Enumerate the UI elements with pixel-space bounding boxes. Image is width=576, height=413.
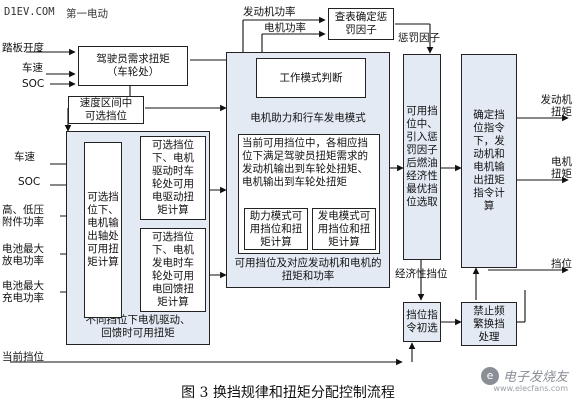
label-soc-top: SOC [22,78,45,90]
penalty-lookup-box: 查表确定惩 罚因子 [328,8,394,40]
label-batt-discharge: 电池最大 放电功率 [2,243,44,267]
label-aux-power: 高、低压 附件功率 [2,204,44,228]
driver-torque-box: 驾驶员需求扭矩 （车轮处） [78,46,188,86]
label-speed-left: 车速 [14,151,35,163]
available-summary: 可用挡位及对应发动机和电机的 扭矩和功率 [234,257,382,282]
label-gear-out: 挡位 [551,258,572,270]
label-penalty-factor: 惩罚因子 [398,32,440,44]
figure-caption: 图 3 换挡规律和扭矩分配控制流程 [181,385,395,401]
gen-mode-box: 发电模式可 用挡位和扭 矩计算 [312,208,376,250]
gen-torque-box: 可选挡位 下、电机 发电时车 轮处可用 电回馈扭 矩计算 [140,228,206,312]
mode-header: 电机助力和行车发电模式 [250,112,366,124]
gear-init-box: 挡位指 令初选 [403,302,441,342]
speed-range-box: 速度区间中 可选挡位 [68,96,144,124]
label-current-gear: 当前挡位 [2,351,44,363]
drive-torque-box: 可选挡位 下、电机 驱动时车 轮处可用 电驱动扭 矩计算 [140,136,206,220]
watermark: e 电子发烧友 www.elecfans.com [480,366,568,393]
assist-mode-box: 助力模式可 用挡位和扭 矩计算 [244,208,308,250]
watermark-logo-icon: e [480,366,499,385]
label-batt-charge: 电池最大 充电功率 [2,280,44,304]
econ-select-box: 可用挡 位中、 引入惩 罚因子 后燃油 经济性 最优挡 位选取 [403,54,441,260]
label-engine-power: 发动机功率 [243,6,296,18]
watermark-url: www.elecfans.com [493,384,569,393]
label-motor-torque: 电机 扭矩 [551,156,572,180]
logo-latin: D1EV.COM [4,6,55,18]
work-mode-box: 工作模式判断 [256,58,366,98]
label-speed-top: 车速 [22,62,43,74]
label-motor-power: 电机功率 [264,22,306,34]
selectable-output-box: 可选挡 位下、 电机输 出轴处 可用扭 矩计算 [84,142,122,318]
logo-cn: 第一电动 [66,8,108,20]
label-soc-left: SOC [18,176,41,188]
watermark-text: 电子发烧友 [502,370,568,385]
gear-command-box: 确定挡 位指令 下，发 动机和 电机输 出扭矩 指令计 算 [461,54,517,268]
label-econ-gear: 经济性挡位 [395,268,448,280]
available-gear-text: 当前可用挡位中，各相应挡位下满足驾驶员扭矩需求的发动机输出到车轮处扭矩、电机输出… [242,137,368,188]
no-freq-shift-box: 禁止频 繁换挡 处理 [461,302,517,346]
label-pedal: 踏板开度 [2,42,44,54]
label-engine-torque: 发动机 扭矩 [540,94,573,118]
